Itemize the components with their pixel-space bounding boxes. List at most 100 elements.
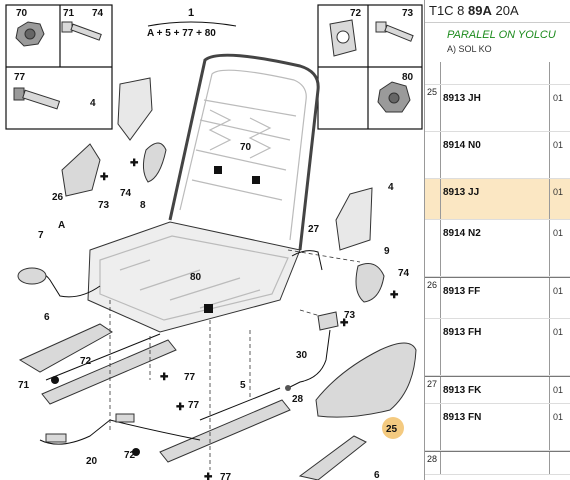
cable-27: [291, 250, 323, 271]
part-reference: 8913 FN: [443, 412, 482, 423]
callout: 80: [402, 72, 414, 83]
svg-text:✚: ✚: [100, 172, 109, 183]
assembly-number: 1: [188, 7, 194, 19]
description-text: PARALEL ON YOLCU: [447, 29, 556, 41]
bolt-icon: [13, 87, 61, 110]
quantity: 01: [549, 220, 570, 276]
description-sub: A) SOL KO: [447, 44, 492, 54]
callout: A: [58, 220, 65, 231]
part-reference: 8913 FF: [443, 286, 481, 297]
callout: 72: [350, 8, 362, 19]
trim-cover-26: [61, 143, 101, 197]
quantity: 01: [549, 404, 570, 450]
crossbar-20: [39, 413, 201, 445]
part-reference: 8914 N2: [443, 228, 481, 239]
callout: 5: [240, 380, 246, 391]
nut-icon: [15, 21, 45, 47]
table-row[interactable]: 8913 FN 01: [425, 404, 570, 451]
handle-9: [355, 263, 385, 303]
quantity: [549, 62, 570, 84]
row-index: [425, 220, 441, 276]
quantity: 01: [549, 85, 570, 131]
quantity: 01: [549, 377, 570, 403]
callouts: 4 70 26 74 73 8 4 A 7 27 9 74 80 6 72 71…: [18, 98, 410, 480]
quantity: [549, 452, 570, 474]
headrest-guide-right: [335, 187, 373, 251]
row-index: 28: [425, 452, 441, 474]
part-reference: [443, 62, 547, 84]
callout: 77: [220, 472, 232, 480]
callout: 71: [18, 380, 30, 391]
callout: 26: [52, 192, 64, 203]
part-description: PARALEL ON YOLCU A) SOL KO: [425, 23, 570, 69]
table-row[interactable]: 28: [425, 451, 570, 475]
callout: 77: [14, 72, 26, 83]
rail-cover-6-top: [18, 323, 113, 373]
quantity: 01: [549, 278, 570, 318]
callout: 9: [384, 246, 390, 257]
rail-cover-6-bottom: [298, 435, 367, 480]
row-index: [425, 179, 441, 219]
rail-left: [41, 333, 177, 405]
callout: 4: [388, 182, 394, 193]
clip-nut-icon: [329, 19, 357, 57]
row-index: 27: [425, 377, 441, 403]
parts-list-panel: T1C 8 89A 20A PARALEL ON YOLCU A) SOL KO…: [424, 0, 570, 480]
markers: ✚ ✚ ✚ ✚ ✚ ✚ ✚: [51, 158, 399, 480]
callout: 71: [63, 8, 75, 19]
part-reference: 8914 N0: [443, 140, 481, 151]
screw-icon: [61, 21, 102, 41]
parts-diagram: 70 71 74 77 72 73 80 1 A + 5 + 77 + 80: [5, 4, 423, 480]
assembly-formula: A + 5 + 77 + 80: [147, 28, 216, 39]
callout: 77: [184, 372, 196, 383]
callout: 8: [140, 200, 146, 211]
row-index: [425, 404, 441, 450]
table-row[interactable]: [425, 62, 570, 85]
header-bold: 89A: [468, 3, 492, 18]
callout: 6: [44, 312, 50, 323]
fastener-box-left: 70 71 74 77: [5, 4, 113, 130]
svg-text:✚: ✚: [130, 158, 139, 169]
assembly-label: 1 A + 5 + 77 + 80: [147, 7, 237, 39]
part-reference: 8913 JJ: [443, 187, 480, 198]
callout: 74: [398, 268, 410, 279]
row-index: [425, 62, 441, 84]
callout: 70: [240, 142, 252, 153]
screw-icon: [375, 21, 414, 42]
row-index: [425, 319, 441, 375]
header-prefix: T1C 8: [429, 3, 465, 18]
row-index: 25: [425, 85, 441, 131]
callout: 20: [86, 456, 98, 467]
headrest-guide-left: [117, 77, 153, 141]
svg-text:✚: ✚: [160, 372, 169, 383]
table-row[interactable]: 8914 N2 01: [425, 220, 570, 277]
highlighted-callout: 25: [382, 417, 404, 439]
callout: 28: [292, 394, 304, 405]
row-index: 26: [425, 278, 441, 318]
callout: 72: [80, 356, 92, 367]
seat-back-frame: [168, 53, 320, 251]
svg-text:✚: ✚: [340, 318, 349, 329]
callout: 73: [98, 200, 110, 211]
svg-text:✚: ✚: [204, 472, 213, 480]
part-reference: 8913 FK: [443, 385, 482, 396]
lever-8: [142, 142, 167, 183]
callout: 7: [38, 230, 44, 241]
seat-cushion-frame: [87, 221, 301, 333]
bracket-30: [317, 311, 339, 331]
part-reference: [443, 452, 547, 474]
callout: 30: [296, 350, 308, 361]
row-index: [425, 132, 441, 178]
side-shield-25: [315, 342, 417, 418]
quantity: 01: [549, 319, 570, 375]
callout: 74: [92, 8, 104, 19]
header-suffix: 20A: [495, 3, 519, 18]
callout: 73: [344, 310, 356, 321]
